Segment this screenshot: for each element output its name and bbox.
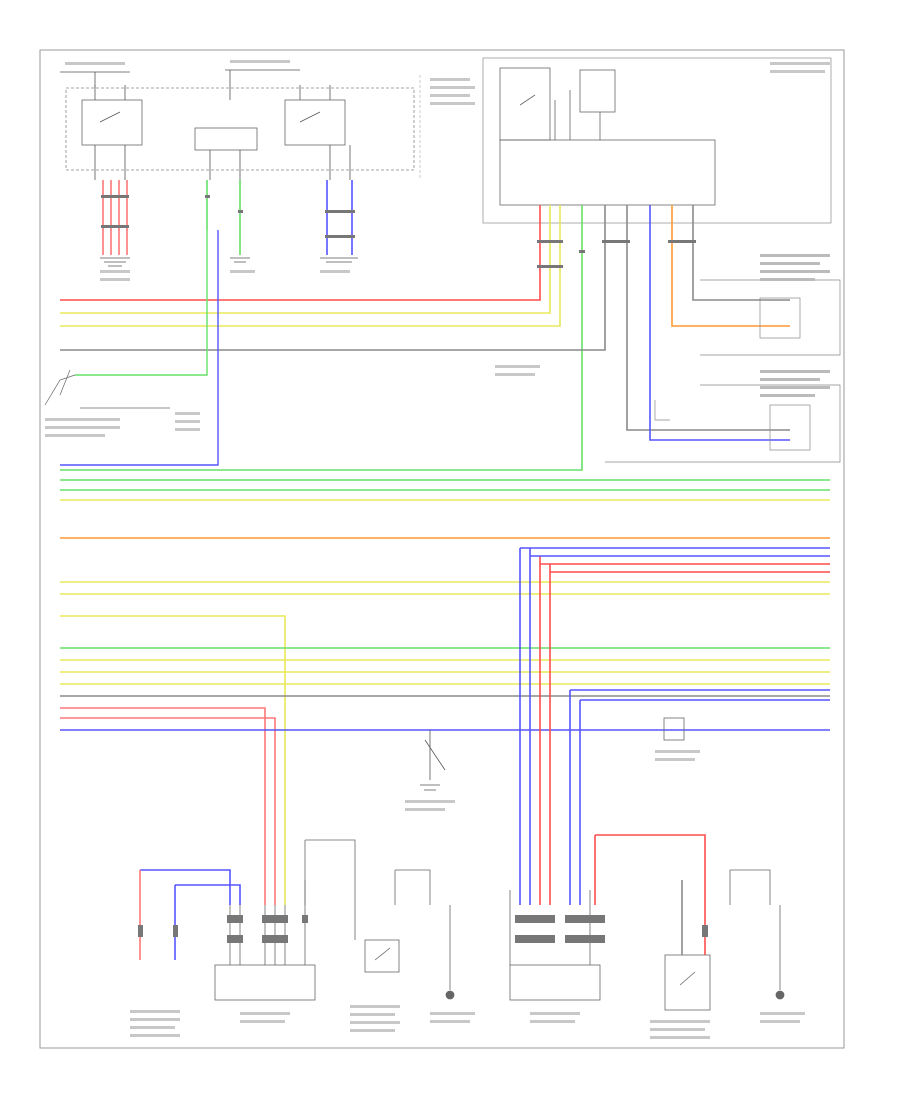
bottom-right-connector-markers	[515, 915, 708, 943]
horizontal-bus-wires	[60, 479, 830, 905]
relay-connector-markers	[101, 195, 355, 238]
bottom-left-sensor-wires	[139, 869, 241, 960]
illegible-labels	[45, 60, 830, 1039]
relay-module	[60, 69, 415, 180]
door-switch	[354, 869, 455, 1000]
right-side-modules	[605, 279, 841, 463]
left-switch	[44, 369, 170, 409]
relay-ground-symbols	[100, 257, 358, 267]
right-connector-risers	[519, 547, 830, 905]
module-connector-markers	[537, 240, 696, 268]
bottom-left-connector-markers	[138, 915, 308, 943]
control-module	[482, 57, 832, 224]
transmission-switch	[420, 730, 446, 791]
right-module-labels	[760, 254, 830, 397]
left-switch-wires	[60, 230, 219, 466]
bottom-right-connector	[509, 869, 785, 1011]
bottom-right-red-wires	[594, 834, 706, 955]
diagram-frame	[39, 49, 845, 1049]
module-output-wires	[60, 205, 790, 471]
mid-relay-box	[663, 717, 685, 741]
relay-connector-wires	[102, 180, 353, 255]
